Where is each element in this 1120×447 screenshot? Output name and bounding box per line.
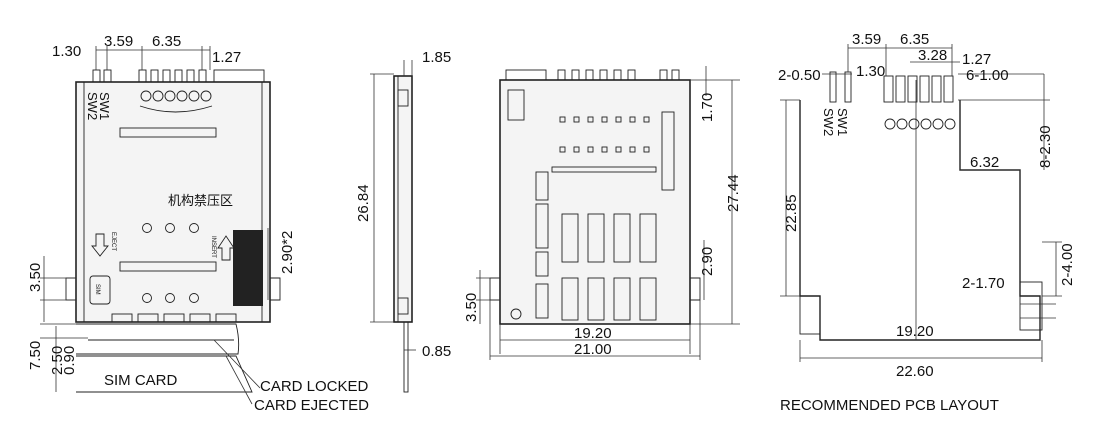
contact-pin <box>198 69 207 83</box>
sim-card-outline <box>76 323 240 355</box>
pcb-dim-6-35: 6.35 <box>900 31 929 48</box>
contact-pin <box>174 69 183 83</box>
pcb-dim-6-1-00: 6-1.00 <box>966 67 1009 84</box>
pcb-sw2-label: SW2 <box>821 108 836 136</box>
switch-pin <box>92 69 101 83</box>
pcb-contact-pads <box>883 75 954 103</box>
dim-1-30: 1.30 <box>52 43 81 60</box>
pcb-dim-22-85: 22.85 <box>783 194 800 232</box>
pcb-dim-2-4-00: 2-4.00 <box>1059 243 1076 286</box>
dim-1-85: 1.85 <box>422 49 451 66</box>
dim-2-90x2: 2.90*2 <box>279 231 296 274</box>
dim-3-50-left: 3.50 <box>27 263 44 292</box>
sw-pad <box>844 71 852 103</box>
restricted-zone <box>233 230 263 306</box>
pcb-layout-title: RECOMMENDED PCB LAYOUT <box>780 397 999 414</box>
side-profile <box>393 75 413 323</box>
slot <box>119 261 217 272</box>
pcb-dim-22-60: 22.60 <box>896 363 934 380</box>
sim-icon <box>89 275 111 305</box>
top-view: 1.30 3.59 6.35 1.27 SW2 SW1 机构禁压区 EJECT … <box>27 33 369 414</box>
eject-label: EJECT <box>110 232 116 251</box>
contact-pin <box>138 69 147 83</box>
dim-0-90: 0.90 <box>61 346 78 375</box>
dim-1-27: 1.27 <box>212 49 241 66</box>
sw1-label: SW1 <box>97 92 112 120</box>
sim-label: SIM <box>94 284 100 295</box>
card-ejected-label: CARD EJECTED <box>254 397 369 414</box>
dim-3-50: 3.50 <box>463 293 480 322</box>
dim-27-44: 27.44 <box>725 174 742 212</box>
insert-arrow-icon <box>217 235 235 261</box>
bottom-view: 1.70 27.44 2.90 3.50 19.20 21.00 <box>463 66 742 360</box>
pcb-dim-19-20: 19.20 <box>896 323 934 340</box>
pcb-dim-1-30: 1.30 <box>856 63 885 80</box>
pcb-sw1-label: SW1 <box>835 108 850 136</box>
contact-pin <box>186 69 195 83</box>
pcb-layout-view: SW2 SW1 3.59 6.35 3.28 1.27 1.30 2-0.50 … <box>778 31 1076 414</box>
dim-3-59: 3.59 <box>104 33 133 50</box>
restricted-zone-label: 机构禁压区 <box>168 194 233 209</box>
dim-2-50: 2.50 <box>49 346 66 375</box>
pcb-dim-8-2-30: 8-2.30 <box>1037 125 1054 168</box>
dim-2-90: 2.90 <box>699 247 716 276</box>
eject-arrow-icon <box>91 233 109 257</box>
pcb-dim-3-59: 3.59 <box>852 31 881 48</box>
switch-pin <box>103 69 112 83</box>
dim-19-20: 19.20 <box>574 325 612 342</box>
card-locked-label: CARD LOCKED <box>260 378 369 395</box>
pad-row <box>559 116 650 153</box>
pcb-dim-2-1-70: 2-1.70 <box>962 275 1005 292</box>
sw-pad <box>829 71 837 103</box>
dim-26-84: 26.84 <box>355 184 372 222</box>
dim-0-85: 0.85 <box>422 343 451 360</box>
dim-7-50: 7.50 <box>27 341 44 370</box>
pcb-dim-1-27: 1.27 <box>962 51 991 68</box>
insert-label: INSERT <box>210 236 216 258</box>
pcb-contact-circles <box>884 118 956 130</box>
tab <box>213 69 265 83</box>
pcb-dim-6-32: 6.32 <box>970 154 999 171</box>
dim-21-00: 21.00 <box>574 341 612 358</box>
dim-1-70: 1.70 <box>699 93 716 122</box>
pcb-dim-2-0-50: 2-0.50 <box>778 67 821 84</box>
sw2-label: SW2 <box>85 92 100 120</box>
spring-contacts <box>561 213 657 321</box>
sim-card-label: SIM CARD <box>104 372 178 389</box>
dim-6-35: 6.35 <box>152 33 181 50</box>
contact-circles <box>139 90 213 113</box>
contact-pin <box>150 69 159 83</box>
bottom-body <box>499 79 691 325</box>
contact-pin <box>162 69 171 83</box>
pcb-dim-3-28: 3.28 <box>918 47 947 64</box>
side-view: 26.84 1.85 0.85 <box>355 49 451 393</box>
slot <box>119 127 217 138</box>
